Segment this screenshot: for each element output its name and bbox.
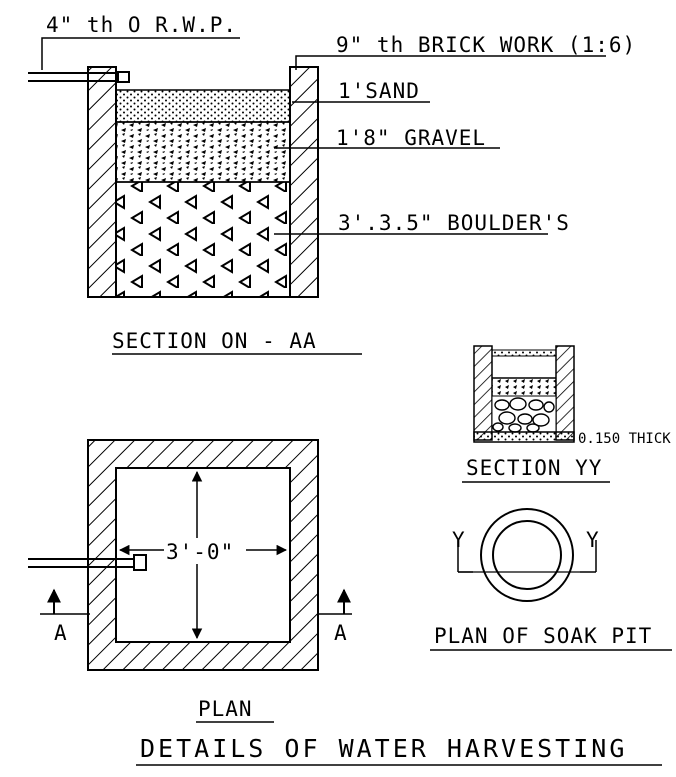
marker-a-right: A [334,621,348,645]
section-aa-title: SECTION ON - AA [112,329,317,353]
section-yy-drawing [473,345,575,443]
sand-layer [115,89,291,123]
plan-drawing [28,439,352,671]
brick-work-label: 9" th BRICK WORK (1:6) [336,33,636,57]
rwp-leader [41,37,240,70]
soak-pit-title: PLAN OF SOAK PIT [434,624,652,648]
thickness-label: 0.150 THICK [578,431,671,447]
section-aa-drawing [28,37,606,298]
plan-dimension-label: 3'-0" [166,540,234,564]
soak-pit-plan-drawing [457,508,597,602]
plan-brick-wall [87,439,319,671]
soak-pit-y-right: Y [586,528,600,552]
boulders-label: 3'.3.5" BOULDER'S [338,211,570,235]
gravel-label: 1'8" GRAVEL [336,126,486,150]
drawing-title: DETAILS OF WATER HARVESTING [140,734,627,763]
gravel-layer [115,121,291,183]
section-yy-title: SECTION YY [466,456,602,480]
marker-a-left: A [54,621,68,645]
soak-pit-y-left: Y [452,528,466,552]
rwp-label: 4" th O R.W.P. [46,13,237,37]
plan-title: PLAN [198,697,253,721]
boulder-layer [115,181,291,298]
sand-label: 1'SAND [338,79,420,103]
brick-wall-left [87,66,117,298]
rwp-pipe [28,71,130,83]
brick-leader [295,55,606,70]
